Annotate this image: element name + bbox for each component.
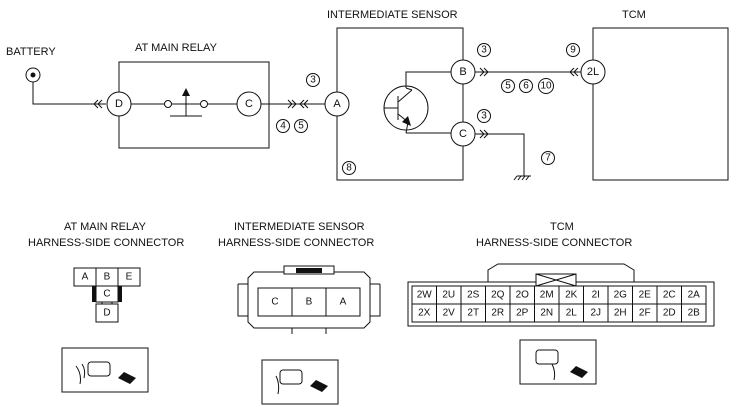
tcm-connector-pin: 2P [516,308,529,319]
sensor-connector-title: INTERMEDIATE SENSOR [234,221,365,233]
relay-connector-pin: C [103,289,110,300]
tcm-connector-hand-icon [519,339,597,385]
tcm-connector-pin: 2L [566,308,578,319]
note-3: 3 [477,109,491,123]
tcm-title: TCM [622,9,646,21]
sensor-pin-c: C [450,121,476,147]
note-5: 5 [294,119,308,133]
svg-text:3: 3 [481,45,487,56]
relay-pin-d: D [106,91,132,117]
tcm-connector-pin: 2R [491,308,504,319]
svg-text:3: 3 [310,75,316,86]
svg-text:A: A [333,98,341,110]
svg-text:B: B [459,66,466,78]
svg-text:C: C [245,98,253,110]
sensor-box [336,27,464,181]
battery-wire [32,82,106,105]
ground-icon [513,175,531,181]
relay-title: AT MAIN RELAY [135,42,218,54]
svg-text:4: 4 [280,121,286,132]
sensor-connector-pin: C [271,297,278,308]
note-4: 4 [276,119,290,133]
tcm-connector-pin: 2B [688,308,701,319]
svg-text:6: 6 [523,81,529,92]
svg-text:3: 3 [481,111,487,122]
sensor-connector-subtitle: HARNESS-SIDE CONNECTOR [218,237,374,249]
svg-text:8: 8 [346,163,352,174]
tcm-connector-pin: 2H [614,308,627,319]
tcm-connector-pin: 2W [417,290,433,301]
relay-connector-pin: E [126,272,133,283]
battery-terminal-icon [25,67,41,83]
tcm-connector-pin: 2Q [491,290,505,301]
battery-label: BATTERY [6,46,56,58]
svg-text:7: 7 [545,153,551,164]
svg-text:2L: 2L [587,66,599,78]
relay-connector-face [73,267,141,323]
note-7: 7 [541,151,555,165]
sensor-connector-face [237,265,381,334]
tcm-connector-pin: 2G [614,290,628,301]
tcm-connector-title: TCM [550,221,574,233]
note-3: 3 [306,73,320,87]
relay-connector-title: AT MAIN RELAY [64,221,147,233]
wire-chevron [479,129,489,139]
tcm-connector-pin: 2E [639,290,652,301]
svg-text:C: C [459,128,467,140]
note-6: 6 [519,79,533,93]
wire-chevron [287,99,309,109]
note-8: 8 [342,161,356,175]
tcm-connector-pin: 2X [418,308,431,319]
svg-text:5: 5 [298,121,304,132]
tcm-connector-pin: 2I [592,290,600,301]
wire-chevron [479,67,579,77]
note-9: 9 [566,43,580,57]
relay-connector-pin: B [104,272,111,283]
relay-switch-icon [164,88,208,117]
tcm-pin-2l: 2L [580,59,606,85]
relay-connector-pin: A [82,272,89,283]
tcm-connector-pin: 2S [467,290,480,301]
svg-text:10: 10 [540,81,552,92]
tcm-connector-face [407,263,715,327]
tcm-connector-pin: 2D [663,308,676,319]
relay-connector-hand-icon [61,347,149,393]
tcm-connector-pin: 2O [516,290,530,301]
wire-chevron [93,99,103,109]
ground-wire [475,133,525,176]
tcm-connector-cell [681,303,707,323]
tcm-connector-pin: 2M [540,290,554,301]
svg-text:9: 9 [570,45,576,56]
transistor-icon [383,85,429,134]
tcm-connector-pin: 2V [443,308,456,319]
tcm-connector-pin: 2F [639,308,651,319]
note-5: 5 [501,79,515,93]
tcm-box [592,27,729,181]
note-10: 10 [538,78,554,94]
tcm-connector-pin: 2U [442,290,455,301]
relay-connector-pin: D [103,308,110,319]
tcm-connector-pin: 2A [688,290,701,301]
relay-pin-c: C [236,91,262,117]
relay-connector-subtitle: HARNESS-SIDE CONNECTOR [28,237,184,249]
sensor-connector-pin: B [306,297,313,308]
sensor-title: INTERMEDIATE SENSOR [327,9,458,21]
tcm-connector-pin: 2J [590,308,601,319]
tcm-connector-pin: 2T [467,308,479,319]
sensor-connector-hand-icon [261,359,339,405]
tcm-connector-pin: 2K [565,290,578,301]
sensor-pin-a: A [324,91,350,117]
svg-text:5: 5 [505,81,511,92]
sensor-pin-b: B [450,59,476,85]
tcm-connector-pin: 2C [663,290,676,301]
note-3: 3 [477,43,491,57]
tcm-connector-pin: 2N [540,308,553,319]
tcm-connector-subtitle: HARNESS-SIDE CONNECTOR [476,237,632,249]
svg-text:D: D [115,98,123,110]
sensor-connector-pin: A [340,297,347,308]
